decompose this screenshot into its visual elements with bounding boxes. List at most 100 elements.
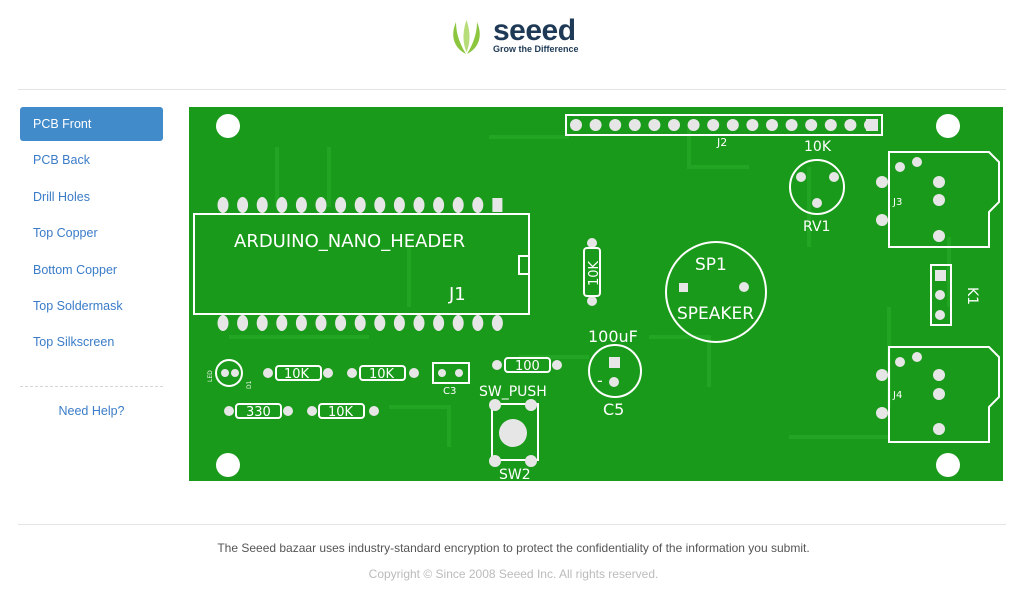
j2-label: J2 — [716, 136, 727, 149]
c5-minus-label: - — [597, 371, 603, 390]
nano-header-pad — [354, 197, 366, 213]
header: seeed Grow the Difference — [0, 0, 1024, 88]
sidebar-item-drill-holes[interactable]: Drill Holes — [33, 189, 90, 204]
j2-pad — [805, 119, 818, 131]
need-help-link[interactable]: Need Help? — [58, 404, 125, 418]
nano-header-pad — [393, 197, 405, 213]
sidebar-item-top-soldermask[interactable]: Top Soldermask — [33, 298, 123, 313]
j3-label: J3 — [892, 197, 902, 208]
j2-pad — [609, 119, 622, 131]
nano-header-pad — [472, 315, 484, 331]
j2-header: J2 — [565, 114, 883, 149]
c5-value-label: 100uF — [588, 327, 638, 346]
brand-logo[interactable]: seeed Grow the Difference — [446, 14, 586, 58]
nano-header-pad — [217, 315, 229, 331]
j2-pad — [824, 119, 837, 131]
nano-header-pad — [335, 315, 347, 331]
resistor-100-label: 100 — [515, 359, 540, 374]
j4-jack: J4 — [876, 346, 1000, 443]
j2-pad — [589, 119, 602, 131]
resistor-r2: 10K — [347, 365, 419, 382]
led-d1: LED D1 — [207, 359, 253, 389]
brand-tagline: Grow the Difference — [493, 44, 579, 54]
sw2-label: SW2 — [499, 467, 531, 481]
led-label: LED — [207, 370, 214, 382]
nano-header-pad — [413, 197, 425, 213]
resistor-10k-vertical: 10K — [583, 238, 602, 306]
mounting-holes — [216, 114, 960, 477]
sp1-speaker: SP1 SPEAKER — [665, 241, 767, 343]
nano-header-pad — [276, 315, 288, 331]
c5-capacitor: 100uF - C5 — [588, 327, 642, 419]
sidebar-item-bottom-copper[interactable]: Bottom Copper — [33, 262, 118, 277]
leaf-icon — [453, 20, 480, 54]
j2-pad — [785, 119, 798, 131]
nano-header-pad — [492, 198, 503, 212]
resistor-r4-label: 10K — [328, 405, 354, 420]
j2-pad — [570, 119, 582, 131]
d1-label: D1 — [246, 380, 253, 389]
k1-label: K1 — [964, 287, 980, 305]
sw-push-label: SW_PUSH — [479, 384, 547, 400]
j4-label: J4 — [892, 390, 902, 401]
footer-divider — [18, 524, 1006, 525]
rv1-value-label: 10K — [804, 139, 832, 155]
sidebar-item-top-silkscreen[interactable]: Top Silkscreen — [33, 335, 115, 350]
resistor-r1: 10K — [263, 365, 333, 382]
j2-pad — [668, 119, 680, 131]
resistor-r1-label: 10K — [284, 367, 310, 382]
sw2-push-button: SW_PUSH SW2 — [479, 384, 547, 481]
rv1-potentiometer: 10K RV1 — [789, 139, 845, 235]
nano-header-pad — [237, 197, 249, 213]
j2-pad — [844, 119, 857, 131]
j3-jack: J3 — [876, 151, 1000, 248]
arduino-nano-header: ARDUINO_NANO_HEADER J1 — [193, 197, 530, 331]
nano-header-pad — [256, 315, 268, 331]
j2-pad-square — [866, 119, 878, 131]
nano-header-pad — [491, 315, 503, 331]
resistor-r3: 330 — [224, 403, 293, 420]
resistor-vertical-label: 10K — [587, 260, 602, 286]
j2-pad — [746, 119, 759, 131]
k1-connector: K1 — [930, 264, 980, 326]
resistor-r4: 10K — [307, 403, 379, 420]
nano-header-pad — [315, 197, 327, 213]
j2-pad — [648, 119, 661, 131]
j2-pad — [628, 119, 641, 131]
nano-header-pad — [256, 197, 268, 213]
pcb-front-view: J2 ARDUINO_NANO_HEADER J1 10K 10K RV1 SP… — [189, 107, 1003, 481]
sp1-label: SP1 — [695, 255, 727, 275]
nano-header-pad — [433, 315, 445, 331]
resistor-100: 100 — [492, 357, 562, 374]
j2-pad — [766, 119, 778, 131]
sidebar: PCB Front PCB Back Drill Holes Top Coppe… — [20, 107, 163, 362]
nano-header-pad — [452, 315, 464, 331]
rv1-label: RV1 — [803, 219, 830, 235]
header-divider — [18, 89, 1006, 90]
nano-header-pad — [295, 315, 307, 331]
brand-name: seeed — [493, 14, 576, 47]
j1-label: J1 — [448, 284, 466, 305]
j2-pad — [687, 119, 700, 131]
nano-header-pad — [335, 197, 347, 213]
c5-label: C5 — [603, 400, 624, 419]
j2-pad — [726, 119, 739, 131]
nano-header-pad — [354, 315, 366, 331]
sidebar-item-pcb-back[interactable]: PCB Back — [33, 153, 90, 168]
j2-pad — [707, 119, 720, 131]
resistor-r2-label: 10K — [369, 367, 395, 382]
sidebar-item-pcb-front[interactable]: PCB Front — [20, 107, 163, 141]
sidebar-divider — [20, 386, 163, 387]
nano-header-pad — [315, 315, 327, 331]
speaker-label: SPEAKER — [677, 304, 754, 324]
nano-header-pad — [276, 197, 288, 213]
nano-header-pad — [433, 197, 445, 213]
pcb-board — [189, 107, 1003, 481]
nano-header-pad — [413, 315, 425, 331]
nano-header-pad — [452, 197, 464, 213]
nano-header-pad — [472, 197, 484, 213]
resistor-r3-label: 330 — [246, 405, 271, 420]
nano-header-pad — [237, 315, 249, 331]
c3-label: C3 — [443, 386, 456, 397]
sidebar-item-top-copper[interactable]: Top Copper — [33, 226, 98, 241]
